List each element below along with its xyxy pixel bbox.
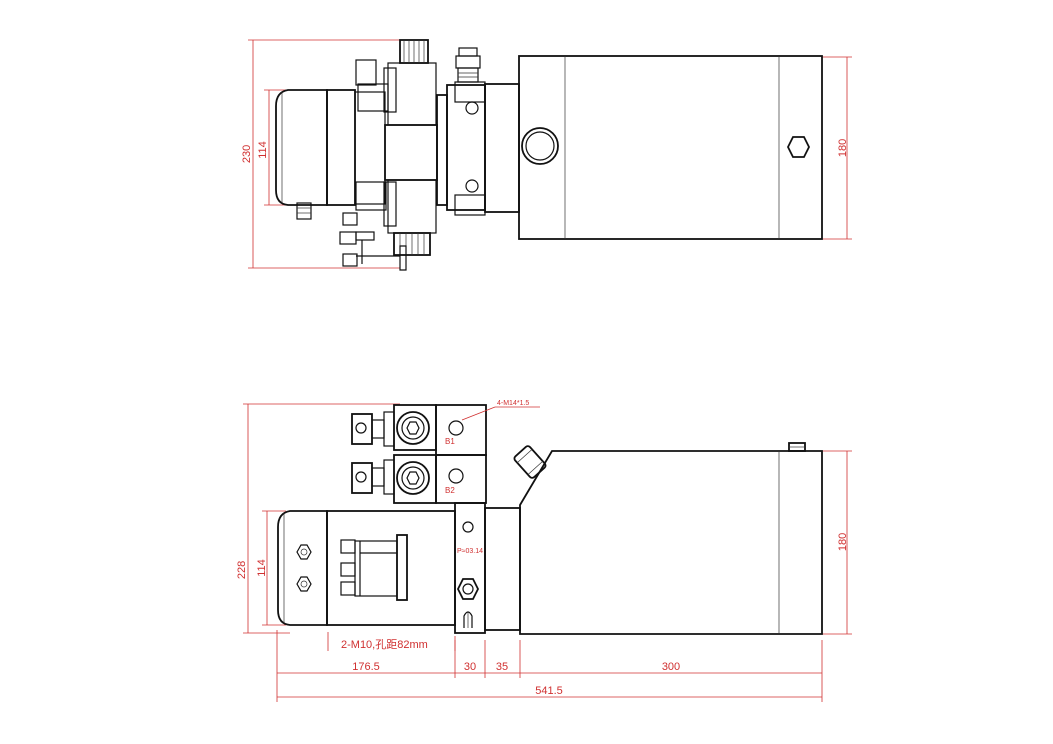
side-motor-nut-icon <box>296 576 312 592</box>
top-motor <box>275 89 356 206</box>
side-dim-tank-height: 180 <box>822 450 852 635</box>
side-filler-cap-icon <box>513 445 547 479</box>
port-b1-icon <box>448 420 464 436</box>
side-dim-motor-height: 114 <box>256 510 286 626</box>
mount-holes-note: 2-M10,孔距82mm <box>341 638 428 651</box>
port-b2-label: B2 <box>445 486 455 495</box>
top-lower-solenoid <box>355 179 437 256</box>
top-motor-bolt <box>296 202 312 220</box>
side-terminal-bracket <box>340 534 408 601</box>
port-b1-label: B1 <box>445 437 455 446</box>
port-b2-icon <box>448 468 464 484</box>
dim-176-5-label: 176.5 <box>352 661 380 673</box>
top-dim-tank-height: 180 <box>822 56 852 240</box>
dim-541-5-label: 541.5 <box>535 685 563 697</box>
top-coupling <box>354 91 386 205</box>
top-drain-plug-icon <box>786 136 811 158</box>
side-valve-lower <box>351 454 487 504</box>
dim-300-label: 300 <box>662 661 680 673</box>
top-adapter <box>484 83 520 213</box>
side-dim-segments: 176.5 30 35 300 <box>276 630 823 702</box>
top-pressure-fitting <box>455 47 481 83</box>
dim-35-label: 35 <box>496 661 508 673</box>
top-filler-cap-icon <box>521 127 559 165</box>
side-relief-nut-icon <box>456 578 480 600</box>
top-dim-motor-height: 114 <box>257 89 286 206</box>
top-tank <box>518 55 823 240</box>
side-dim-114-label: 114 <box>256 559 268 577</box>
side-valve-upper <box>351 404 487 456</box>
top-dim-180-label: 180 <box>837 139 849 157</box>
side-adapter <box>484 507 521 631</box>
side-pump-block: P≈03.14 <box>454 502 486 634</box>
dim-30-label: 30 <box>464 661 476 673</box>
top-dim-114-label: 114 <box>257 141 269 159</box>
top-dim-overall-height: 230 <box>241 39 420 269</box>
top-upper-solenoid <box>355 39 437 126</box>
side-mount-note: 2-M10,孔距82mm <box>327 632 456 651</box>
side-tank <box>513 442 823 635</box>
top-fittings <box>339 212 407 271</box>
side-dim-180-label: 180 <box>837 533 849 551</box>
side-view: 228 114 180 <box>236 400 852 702</box>
side-dim-228-label: 228 <box>236 561 248 579</box>
top-dim-230-label: 230 <box>241 145 253 163</box>
side-port-labels: 4-M14*1.5 B1 B2 <box>445 400 540 495</box>
top-manifold <box>436 81 486 216</box>
side-motor <box>277 510 456 626</box>
side-motor-nut-icon <box>296 544 312 560</box>
side-dim-overall-length: 541.5 <box>277 685 822 698</box>
top-valve-body <box>384 124 438 181</box>
side-dim-overall-height: 228 <box>236 403 400 634</box>
valve-tag: P≈03.14 <box>457 548 483 555</box>
port-thread-note: 4-M14*1.5 <box>497 400 529 407</box>
top-view: 230 114 180 <box>241 39 852 271</box>
